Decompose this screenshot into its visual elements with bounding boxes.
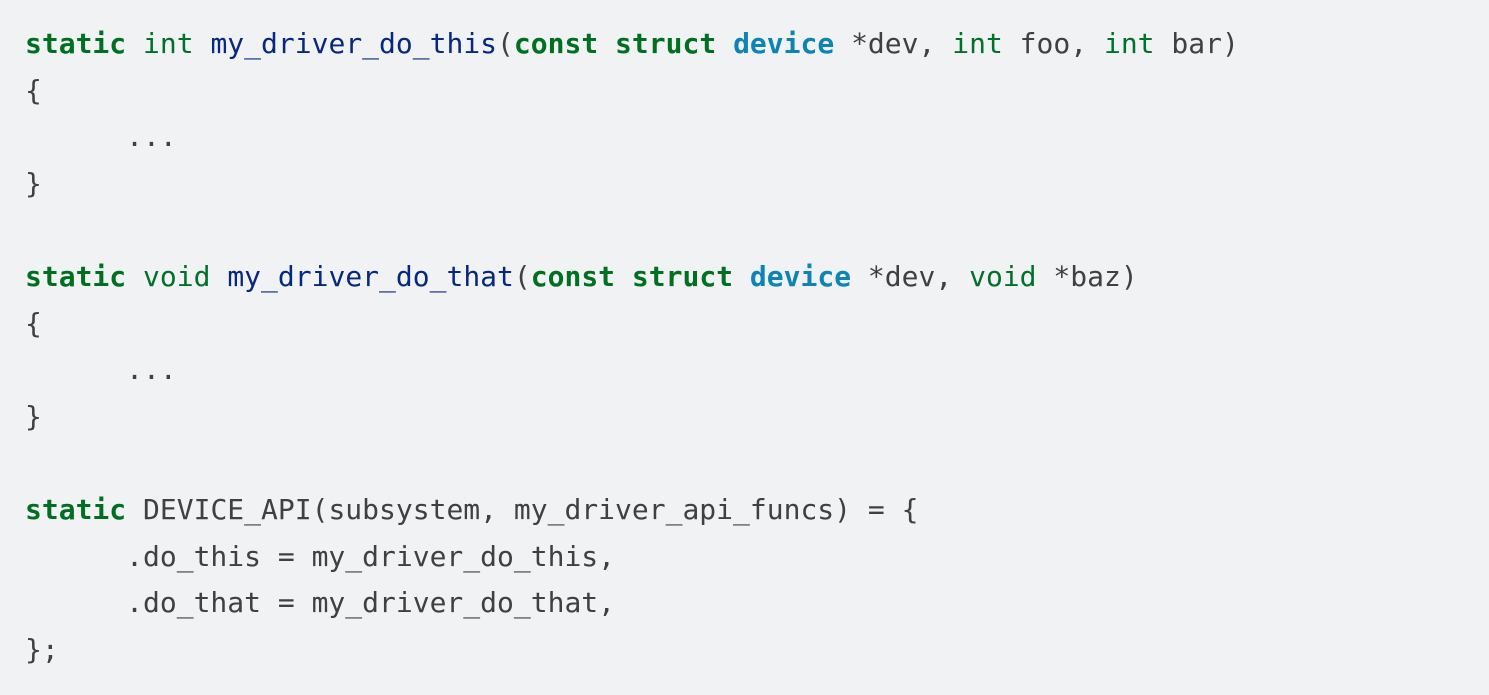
text-token: ( <box>513 259 531 293</box>
code-line: { <box>25 301 1239 348</box>
text-token: ... <box>25 353 177 387</box>
text-token: { <box>25 73 42 107</box>
text-token <box>126 27 143 60</box>
text-token <box>126 260 143 293</box>
text-token: DEVICE_API(subsystem, my_driver_api_func… <box>126 492 919 526</box>
text-token: { <box>25 306 42 340</box>
text-token: bar) <box>1154 27 1239 60</box>
code-line: static void my_driver_do_that(const stru… <box>25 254 1239 301</box>
type-token: int <box>143 27 194 60</box>
keyword-token: static <box>25 27 127 60</box>
code-line <box>25 207 1239 254</box>
keyword-token: struct <box>631 259 734 293</box>
text-token: foo, <box>1002 27 1104 60</box>
code-line <box>25 440 1239 487</box>
code-line: ... <box>25 347 1239 394</box>
text-token <box>598 27 615 60</box>
text-token: }; <box>25 632 59 666</box>
text-token: *baz) <box>1036 259 1138 293</box>
code-line: ... <box>25 114 1239 161</box>
text-token <box>733 260 750 293</box>
text-token <box>615 260 632 293</box>
text-token: *dev, <box>851 259 970 293</box>
text-token <box>716 27 733 60</box>
keyword-token: struct <box>615 27 717 60</box>
text-token: ( <box>497 27 514 60</box>
code-line: static int my_driver_do_this(const struc… <box>25 21 1239 68</box>
keyword-token: static <box>25 259 127 293</box>
code-line: } <box>25 394 1239 441</box>
type-token: void <box>143 259 211 293</box>
text-token: } <box>25 399 42 433</box>
code-line: .do_this = my_driver_do_this, <box>25 534 1239 581</box>
text-token: } <box>25 166 42 200</box>
text-token: .do_that = my_driver_do_that, <box>25 586 616 620</box>
code-block: static int my_driver_do_this(const struc… <box>25 21 1239 673</box>
struct-name-token: device <box>733 27 835 60</box>
function-name-token: my_driver_do_that <box>227 259 514 293</box>
type-token: int <box>952 27 1003 60</box>
text-token <box>210 260 227 293</box>
struct-name-token: device <box>749 259 852 293</box>
code-line: static DEVICE_API(subsystem, my_driver_a… <box>25 487 1239 534</box>
keyword-token: const <box>513 27 599 60</box>
code-line: }; <box>25 627 1239 674</box>
type-token: int <box>1103 27 1155 60</box>
text-token: .do_this = my_driver_do_this, <box>25 539 616 573</box>
code-line: .do_that = my_driver_do_that, <box>25 580 1239 627</box>
code-line: { <box>25 68 1239 115</box>
text-token: ... <box>25 120 177 154</box>
type-token: void <box>969 259 1037 293</box>
function-name-token: my_driver_do_this <box>210 27 498 60</box>
code-line: } <box>25 161 1239 208</box>
text-token: *dev, <box>834 27 953 60</box>
keyword-token: static <box>25 492 127 526</box>
keyword-token: const <box>530 259 616 293</box>
text-token <box>194 27 211 60</box>
